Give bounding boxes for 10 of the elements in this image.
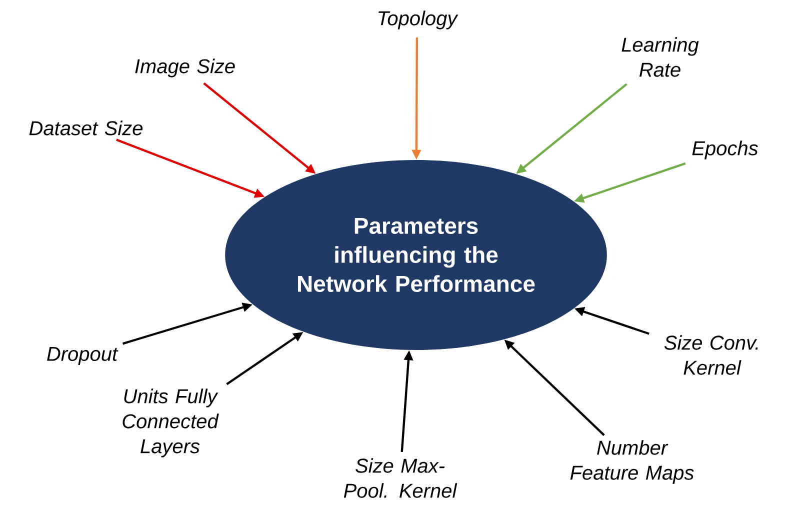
parameter-label: Learning Rate <box>622 37 699 77</box>
parameter-label: Topology <box>378 10 458 30</box>
parameter-label: Units Fully Connected Layers <box>122 388 219 458</box>
parameter-label: Epochs <box>692 140 758 160</box>
parameter-label: Image Size <box>135 58 235 78</box>
parameter-label: Dropout <box>47 347 118 365</box>
parameter-label: Dataset Size <box>29 120 142 136</box>
parameter-label: Size Max-Pool. Kernel <box>344 458 458 498</box>
parameter-label: Number Feature Maps <box>570 440 694 484</box>
parameter-label: Size Conv. Kernel <box>664 335 758 375</box>
